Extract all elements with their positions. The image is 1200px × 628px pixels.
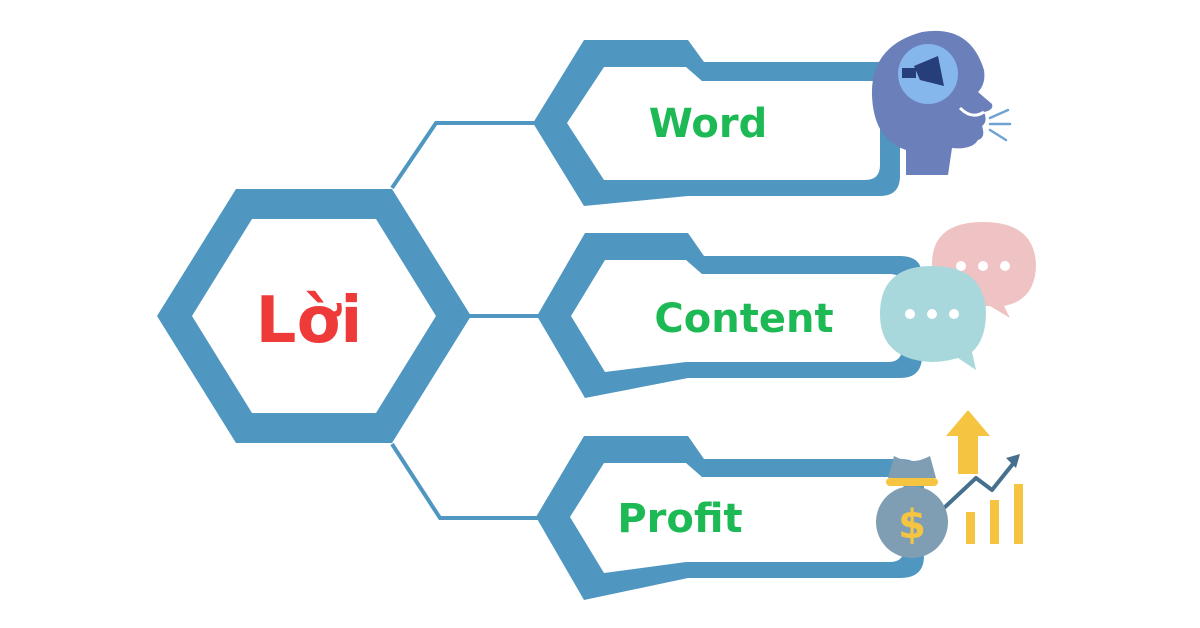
center-label: Lời [256,284,363,358]
connector-word [390,121,545,190]
chat-bubbles-icon [880,222,1036,370]
branch-content-frame [537,233,922,398]
connector-lines [390,121,545,520]
svg-text:$: $ [898,502,926,548]
branch-word-label: Word [649,101,768,147]
money-growth-icon: $ [876,410,1023,558]
branch-profit-label: Profit [617,496,742,542]
branch-content-label: Content [654,296,833,342]
speaking-head-icon [871,30,1012,175]
center-hexagon [157,189,471,443]
branch-word-frame [533,40,932,206]
connector-profit [390,442,545,520]
branch-profit-frame [536,436,924,600]
